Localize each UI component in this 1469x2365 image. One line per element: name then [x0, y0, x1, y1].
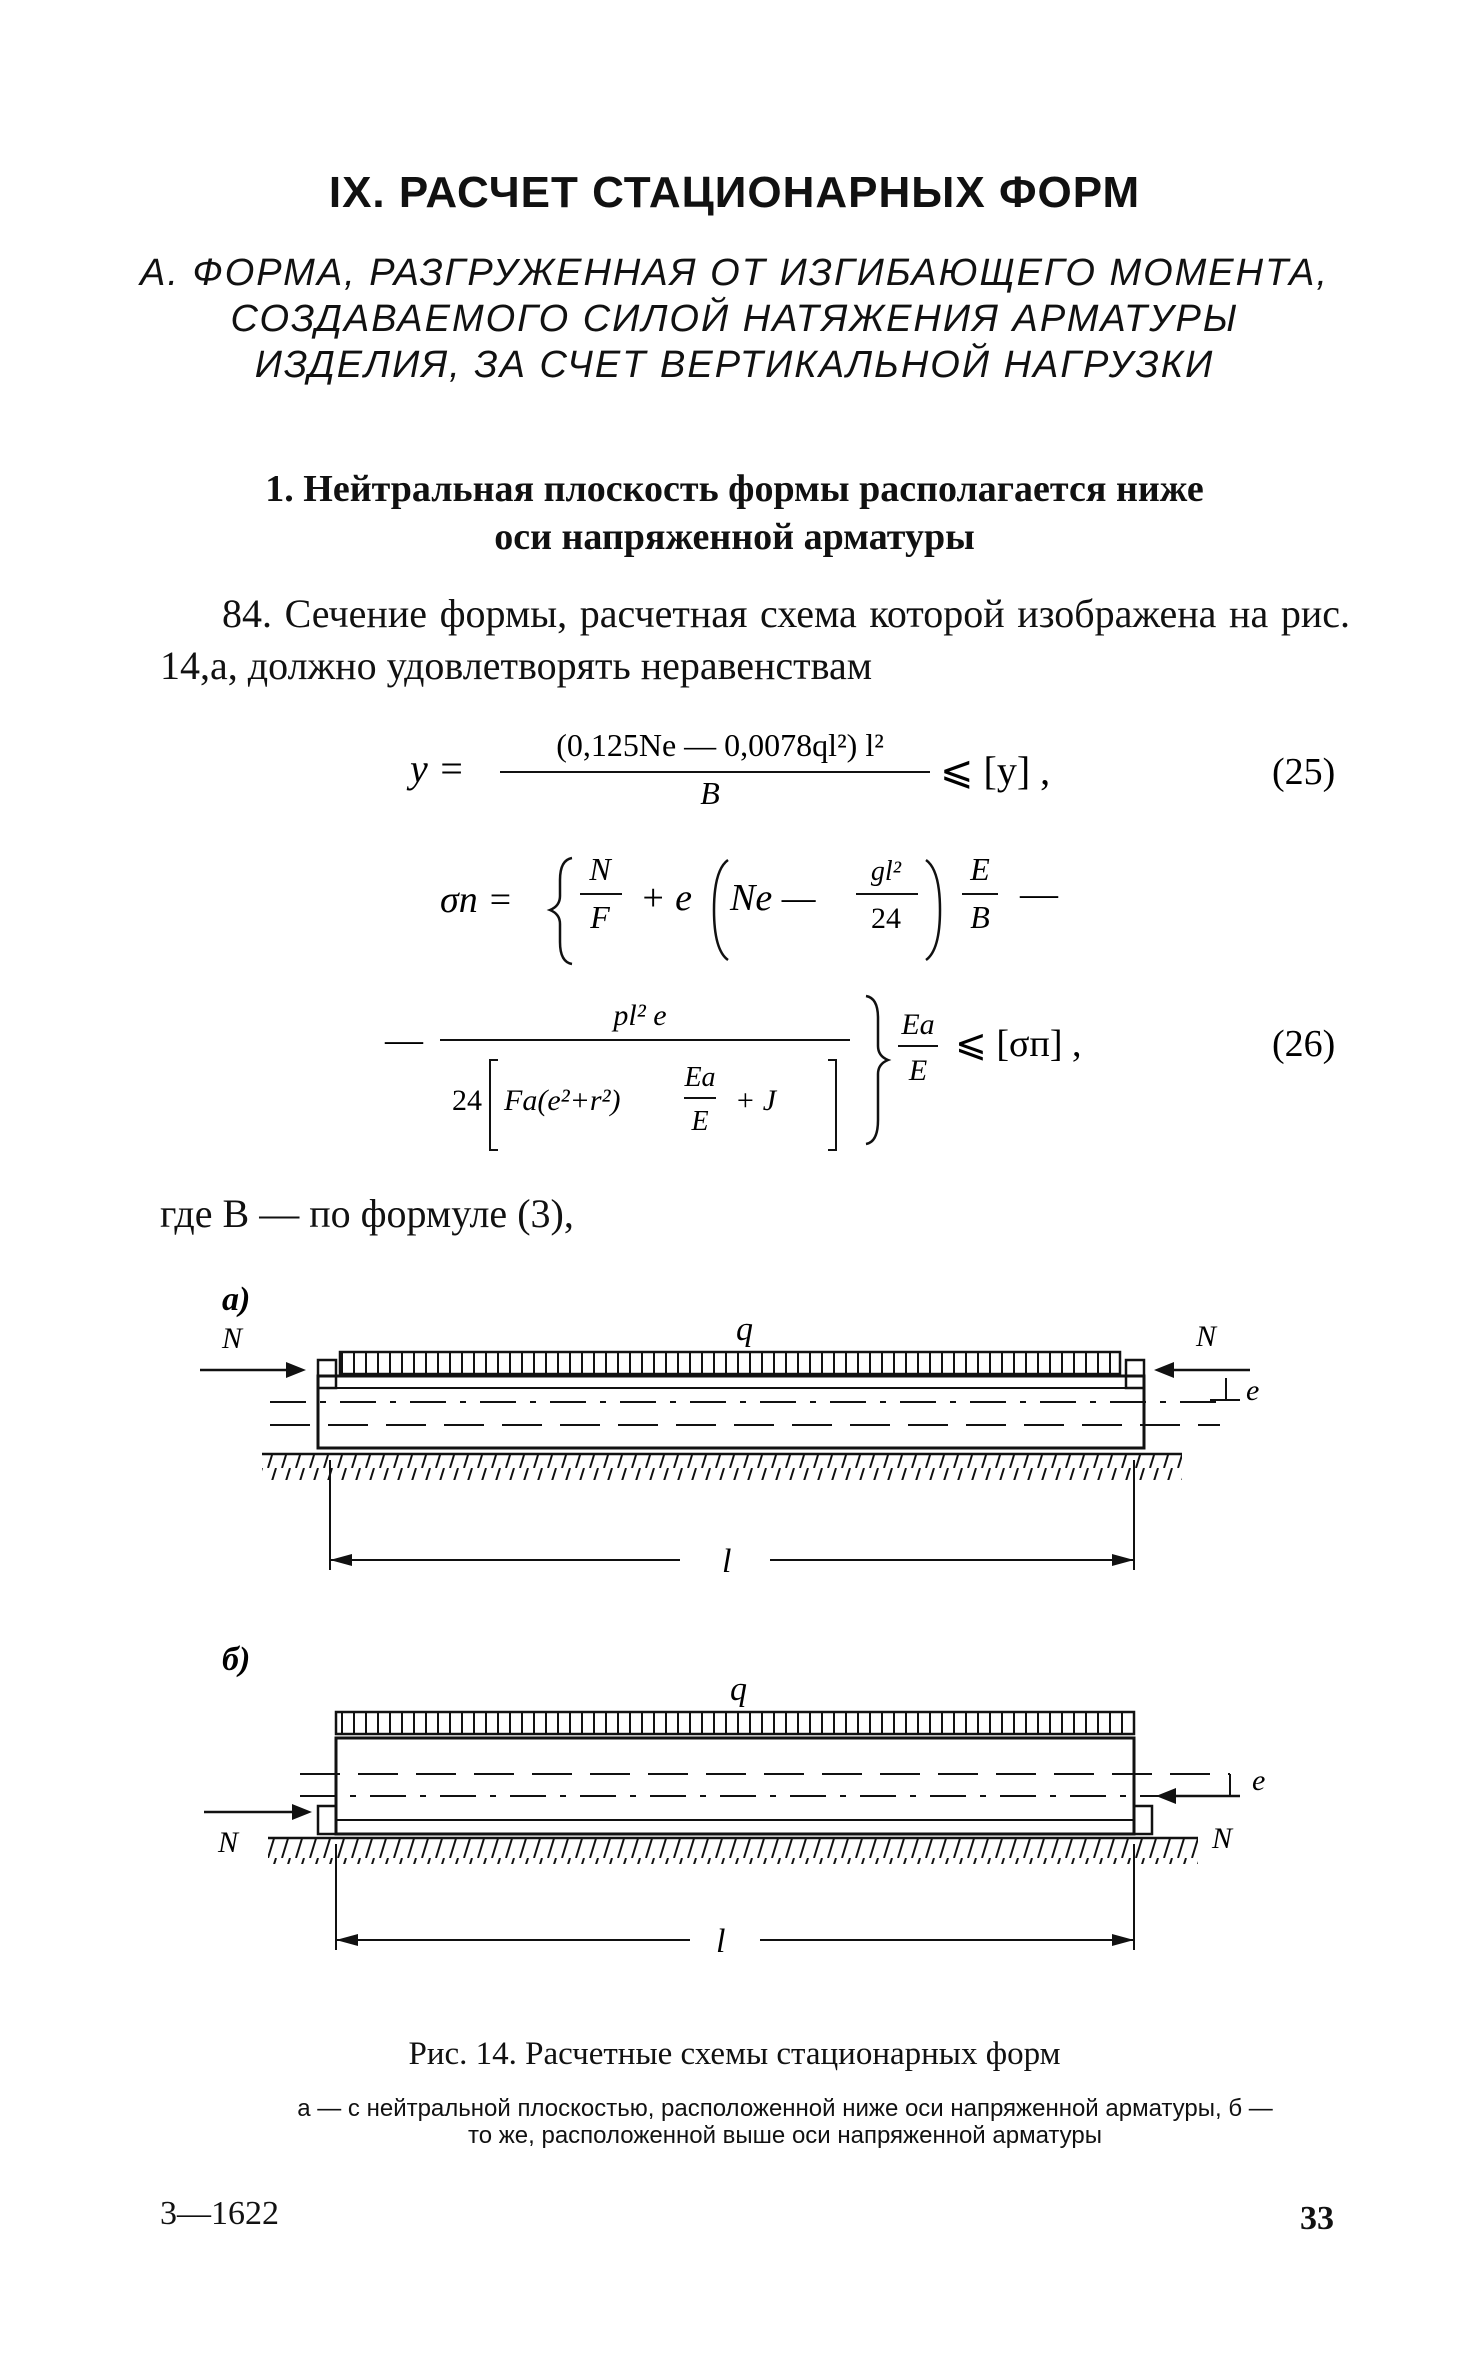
- eq25-number: (25): [1272, 751, 1335, 793]
- panel-a: а) q N N e l: [200, 1281, 1259, 1580]
- eq26-frac1-num: N: [588, 851, 612, 887]
- panel-b: б) q N N e l: [204, 1641, 1265, 1960]
- section-heading: 1. Нейтральная плоскость формы располага…: [0, 465, 1469, 561]
- panel-b-form-body: [334, 1736, 1136, 1836]
- figure-caption: Рис. 14. Расчетные схемы стационарных фо…: [408, 2036, 1061, 2072]
- subtitle-line: А. ФОРМА, РАЗГРУЖЕННАЯ ОТ ИЗГИБАЮЩЕГО МО…: [140, 252, 1329, 294]
- eq26-frac1-den: F: [589, 899, 610, 935]
- panel-b-load-label: q: [730, 1671, 747, 1708]
- panel-b-label: б): [222, 1641, 250, 1678]
- panel-b-left-stop: [316, 1804, 338, 1836]
- panel-b-left-arrowhead: [292, 1804, 312, 1820]
- panel-b-force-left: N: [217, 1826, 240, 1859]
- subtitle: А. ФОРМА, РАЗГРУЖЕННАЯ ОТ ИЗГИБАЮЩЕГО МО…: [0, 250, 1469, 388]
- panel-a-load-label: q: [736, 1311, 753, 1348]
- panel-b-ground-hatch: [268, 1838, 1198, 1864]
- panel-b-right-stop: [1132, 1804, 1154, 1836]
- section-heading-line: 1. Нейтральная плоскость формы располага…: [265, 468, 1204, 510]
- eq26-frac5-den: E: [908, 1054, 927, 1087]
- eq26-rhs: ⩽ [σп] ,: [955, 1023, 1081, 1065]
- panel-a-eccentricity: e: [1246, 1374, 1259, 1407]
- eq26-frac4-num: pl² e: [611, 999, 666, 1032]
- panel-b-length: l: [716, 1923, 725, 1960]
- eq26-frac3-num: E: [969, 851, 990, 887]
- panel-a-right-arrowhead: [1154, 1362, 1174, 1378]
- eq26-den-fa: Fа(e²+r²): [503, 1084, 621, 1117]
- panel-a-dim-arrow-right: [1112, 1554, 1134, 1566]
- eq26-den-open-bracket: [489, 1059, 498, 1151]
- eq26-inner-ne: Ne —: [729, 877, 816, 919]
- eq26-frac5-num: Eа: [900, 1008, 934, 1041]
- eq26-den-plus-j: + J: [735, 1084, 778, 1117]
- eq25-numerator: (0,125Ne — 0,0078ql²) l²: [556, 727, 884, 763]
- panel-a-left-arrowhead: [286, 1362, 306, 1378]
- where-text: где B — по формуле (3),: [160, 1191, 574, 1236]
- figure-legend: а — с нейтральной плоскостью, расположен…: [297, 2095, 1273, 2149]
- panel-a-left-stop: [316, 1358, 338, 1390]
- eq26-den-ea-den: E: [690, 1106, 708, 1137]
- panel-a-ground-hatch: [262, 1454, 1182, 1480]
- panel-a-force-left: N: [221, 1322, 244, 1355]
- panel-b-right-arrowhead: [1156, 1788, 1176, 1804]
- panel-b-eccentricity: e: [1252, 1764, 1265, 1797]
- equation-26-line2: — pl² e 24 Fа(e²+r²) Eа E + J Eа E ⩽ [σп…: [384, 994, 1335, 1151]
- eq26-open-paren: [712, 858, 729, 962]
- panel-a-dim-arrow-left: [330, 1554, 352, 1566]
- paragraph: 84. Сечение формы, расчетная схема котор…: [160, 588, 1350, 692]
- eq26-open-brace: [546, 856, 573, 966]
- eq26-lhs: σп =: [440, 879, 513, 921]
- eq26-den-24: 24: [452, 1084, 482, 1117]
- panel-b-force-right: N: [1211, 1822, 1234, 1855]
- eq25-lhs: y =: [406, 746, 465, 791]
- eq26-trail-minus: —: [1019, 873, 1059, 915]
- eq25-rhs: ⩽ [y] ,: [940, 748, 1050, 793]
- panel-a-form-body: [316, 1374, 1146, 1450]
- chapter-title: IX. РАСЧЕТ СТАЦИОНАРНЫХ ФОРМ: [328, 168, 1141, 217]
- subtitle-line: ИЗДЕЛИЯ, ЗА СЧЕТ ВЕРТИКАЛЬНОЙ НАГРУЗКИ: [254, 344, 1215, 386]
- eq26-plus-e: + e: [640, 877, 692, 919]
- panel-b-dim-arrow-left: [336, 1934, 358, 1946]
- panel-a-distributed-load: [338, 1350, 1122, 1376]
- equation-26-line1: σп = N F + e Ne — gl² 24 E B —: [440, 851, 1059, 966]
- eq26-frac2-num: gl²: [871, 856, 902, 887]
- page-number: 33: [1300, 2200, 1334, 2237]
- eq26-close-brace: [865, 994, 892, 1146]
- panel-a-length: l: [722, 1543, 731, 1580]
- panel-b-distributed-load: [334, 1710, 1136, 1736]
- eq26-den-ea-num: Eа: [683, 1062, 715, 1093]
- equations: y = (0,125Ne — 0,0078ql²) l² B ⩽ [y] , (…: [384, 727, 1335, 1151]
- panel-a-right-stop: [1124, 1358, 1146, 1390]
- panel-b-dim-arrow-right: [1112, 1934, 1134, 1946]
- equation-25: y = (0,125Ne — 0,0078ql²) l² B ⩽ [y] , (…: [406, 727, 1335, 811]
- eq26-frac3-den: B: [970, 899, 990, 935]
- panel-a-force-right: N: [1195, 1320, 1218, 1353]
- paragraph-text: 84. Сечение формы, расчетная схема котор…: [160, 591, 1350, 688]
- figure-14: а) q N N e l б) q: [200, 1281, 1265, 1960]
- eq26-lead-minus: —: [384, 1019, 424, 1061]
- section-heading-line: оси напряженной арматуры: [494, 516, 975, 558]
- eq25-denominator: B: [700, 775, 720, 811]
- signature-mark: 3—1622: [160, 2195, 279, 2232]
- eq26-frac2-den: 24: [871, 902, 901, 935]
- subtitle-line: СОЗДАВАЕМОГО СИЛОЙ НАТЯЖЕНИЯ АРМАТУРЫ: [230, 298, 1239, 340]
- eq26-den-close-bracket: [828, 1059, 837, 1151]
- eq26-number: (26): [1272, 1023, 1335, 1065]
- panel-a-label: а): [222, 1281, 250, 1318]
- eq26-close-paren: [925, 858, 942, 962]
